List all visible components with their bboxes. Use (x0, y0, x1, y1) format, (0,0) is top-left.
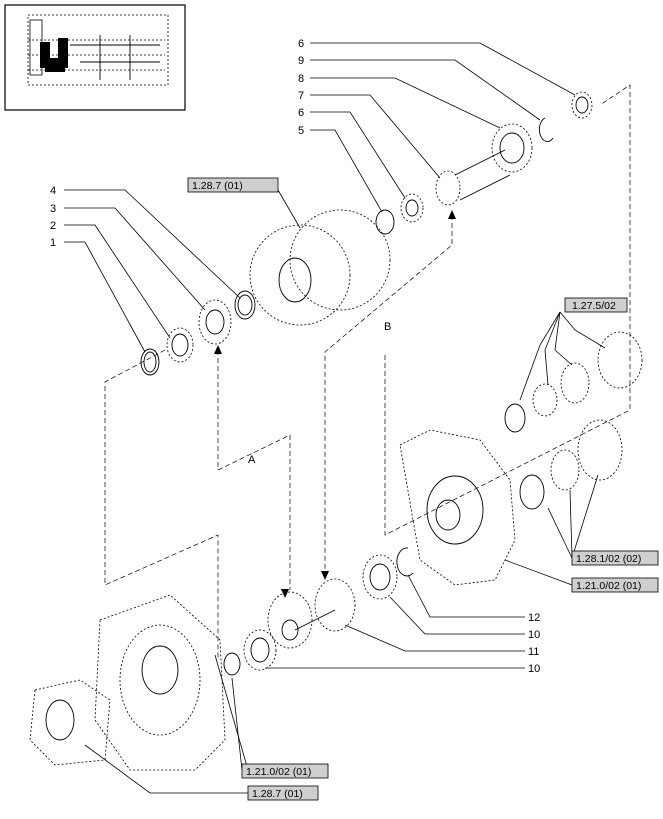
callout-12: 12 (528, 612, 540, 624)
snap-ring-9 (538, 117, 554, 142)
route-arrows (214, 210, 456, 598)
callout-numbers: 1 2 3 4 5 6 7 8 9 6 12 10 11 10 A B (50, 38, 540, 675)
svg-text:1.21.0/02 (01): 1.21.0/02 (01) (246, 766, 311, 778)
ref-box-1-27-5[interactable]: 1.27.5/02 (564, 297, 628, 313)
bearing-2 (166, 327, 194, 363)
ref-box-1-28-1[interactable]: 1.28.1/02 (02) (571, 550, 659, 566)
reference-boxes: 1.28.7 (01) 1.27.5/02 1.28.1/02 (02) 1.2… (187, 177, 659, 801)
ref-box-1-21-0-right[interactable]: 1.21.0/02 (01) (571, 577, 659, 593)
callout-7: 7 (298, 90, 304, 102)
assembly-routes (104, 84, 631, 660)
svg-text:1.28.7 (01): 1.28.7 (01) (192, 180, 243, 192)
bearing-10b (243, 629, 277, 671)
ring-4 (234, 290, 256, 320)
svg-text:1.28.7 (01): 1.28.7 (01) (252, 788, 303, 800)
route-label-b: B (384, 321, 391, 333)
shaft-7 (435, 170, 461, 206)
clutch-drum (249, 224, 351, 326)
svg-text:1.21.0/02 (01): 1.21.0/02 (01) (576, 580, 641, 592)
inset-thumbnail (4, 4, 186, 111)
gear-11 (314, 578, 356, 632)
right-parts (399, 331, 643, 586)
callout-9: 9 (298, 55, 304, 67)
callout-3: 3 (50, 203, 56, 215)
callout-6b: 6 (298, 38, 304, 50)
callout-4: 4 (50, 185, 56, 197)
svg-text:1.27.5/02: 1.27.5/02 (572, 300, 616, 312)
flange-cover (399, 429, 516, 586)
callout-10b: 10 (528, 663, 540, 675)
leader-lines (64, 42, 606, 794)
snap-ring-1 (140, 348, 160, 376)
housing (94, 594, 226, 771)
ref-box-1-28-7-top[interactable]: 1.28.7 (01) (187, 177, 279, 193)
lower-parts (29, 547, 414, 771)
route-label-a: A (248, 454, 256, 466)
ref-box-1-28-7-bottom[interactable]: 1.28.7 (01) (247, 785, 319, 801)
callout-5: 5 (298, 125, 304, 137)
svg-text:1.28.1/02 (02): 1.28.1/02 (02) (576, 553, 641, 565)
ref-box-1-21-0-bottom[interactable]: 1.21.0/02 (01) (241, 763, 329, 779)
callout-10a: 10 (528, 629, 540, 641)
callout-2: 2 (50, 220, 56, 232)
output-flange (29, 679, 111, 766)
ring-5 (375, 209, 395, 235)
bearing-10a (362, 554, 398, 600)
bearing-6b (571, 91, 593, 119)
snap-ring-12 (396, 547, 414, 577)
bearing-8 (491, 123, 533, 173)
callout-8: 8 (298, 73, 304, 85)
upper-parts (140, 91, 593, 376)
callout-6a: 6 (298, 107, 304, 119)
callout-1: 1 (50, 237, 56, 249)
callout-11: 11 (528, 646, 539, 658)
bearing-6 (400, 193, 424, 223)
gear-3 (198, 299, 232, 345)
